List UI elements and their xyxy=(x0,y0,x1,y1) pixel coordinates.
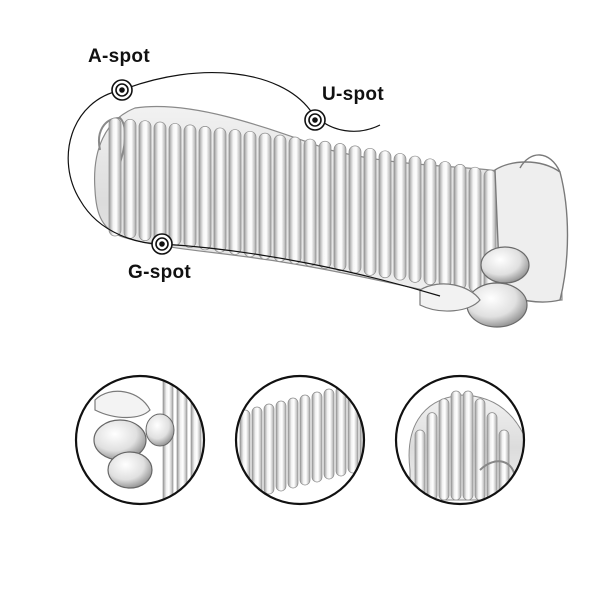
rib xyxy=(153,121,167,244)
detail-circle-bullet xyxy=(74,374,206,506)
rib xyxy=(426,412,438,501)
rib xyxy=(108,117,122,237)
rib xyxy=(363,147,377,276)
detail-circle-ribs xyxy=(234,374,366,506)
rib xyxy=(288,136,302,265)
detail-circle-tip xyxy=(394,374,526,506)
label-u-spot: U-spot xyxy=(322,84,384,105)
rib xyxy=(258,132,272,260)
rib xyxy=(335,385,347,477)
label-g-spot: G-spot xyxy=(128,262,192,283)
rib xyxy=(311,391,323,483)
rib xyxy=(468,166,482,293)
rib xyxy=(299,394,311,486)
target-icon-a-spot xyxy=(111,79,133,101)
rib xyxy=(239,409,251,501)
rib xyxy=(438,161,452,288)
vibrator-bullet xyxy=(480,246,530,284)
rib xyxy=(453,163,467,290)
rib xyxy=(123,118,137,239)
rib xyxy=(303,138,317,267)
rib xyxy=(275,400,287,492)
rib xyxy=(393,153,407,281)
rib xyxy=(183,124,197,248)
callout-lines xyxy=(67,71,441,297)
rib xyxy=(423,158,437,286)
label-a-spot: A-spot xyxy=(88,46,150,67)
rib xyxy=(408,155,422,283)
target-icon-g-spot xyxy=(151,233,173,255)
rib xyxy=(378,150,392,279)
sleeve-ribs xyxy=(108,117,497,295)
rib xyxy=(273,134,287,262)
rib xyxy=(243,130,257,258)
rib xyxy=(438,398,450,501)
rib xyxy=(474,398,486,501)
rib xyxy=(168,123,182,246)
rib xyxy=(198,126,212,251)
rib xyxy=(287,397,299,489)
rib xyxy=(228,129,242,255)
target-icon-u-spot xyxy=(304,109,326,131)
rib xyxy=(348,145,362,274)
rib xyxy=(462,390,474,501)
sleeve-body xyxy=(93,105,569,328)
rib xyxy=(347,382,359,474)
rib xyxy=(213,127,227,253)
rib xyxy=(450,390,462,501)
rib xyxy=(323,388,335,480)
rib xyxy=(333,143,347,272)
rib xyxy=(486,412,498,501)
rib xyxy=(318,140,332,269)
rib xyxy=(138,120,152,241)
rib xyxy=(263,403,275,495)
